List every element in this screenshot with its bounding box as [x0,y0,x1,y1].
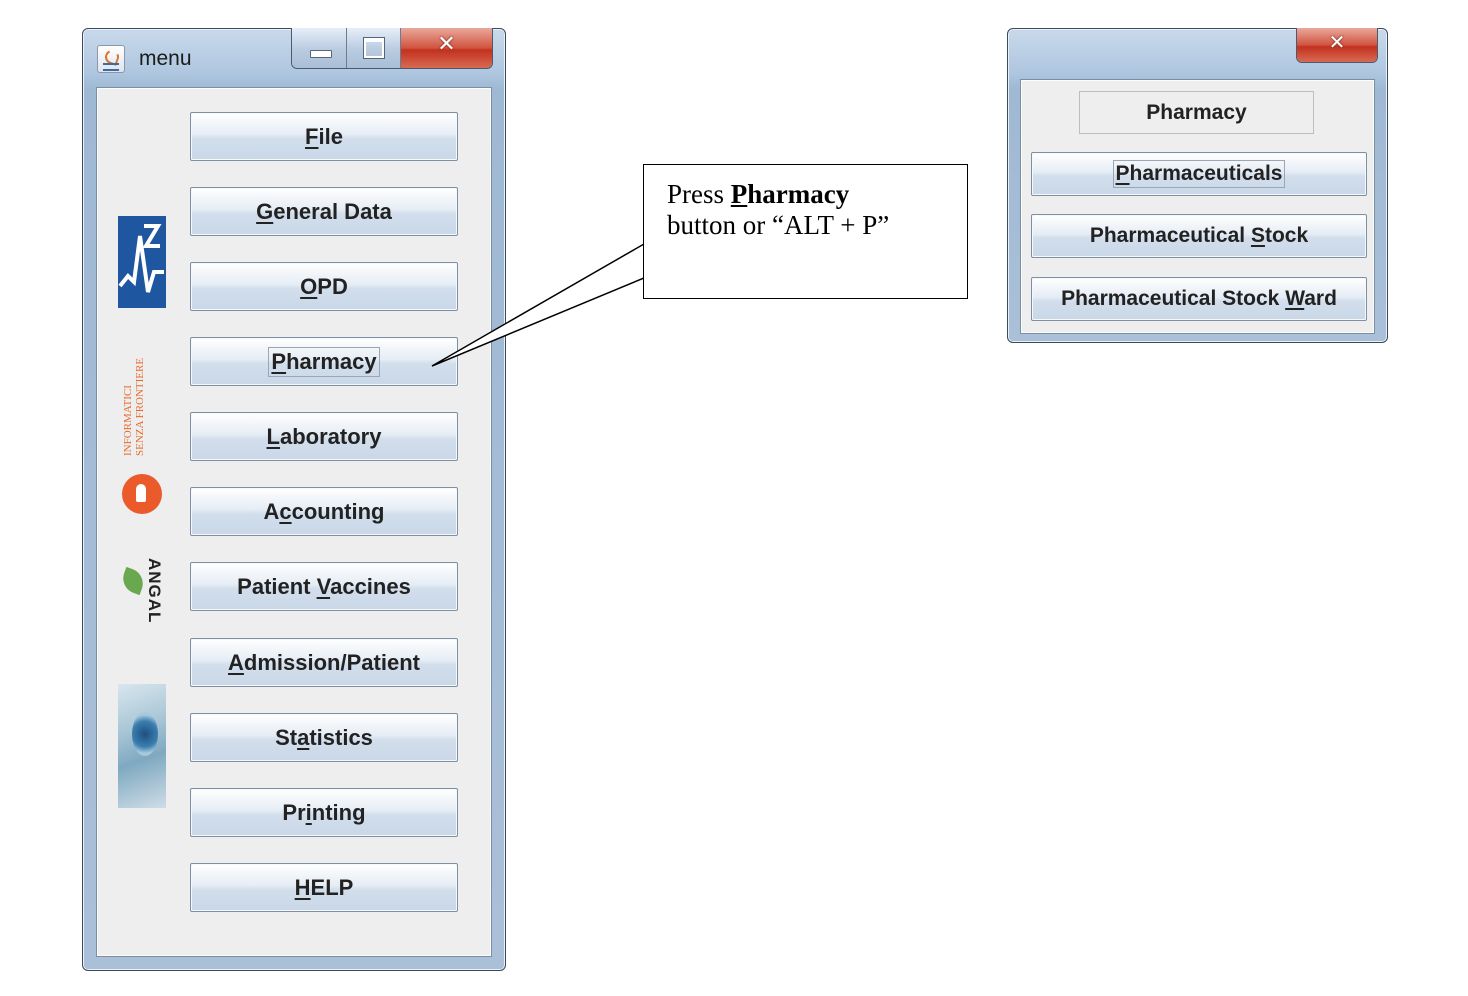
label-text: eneral Data [273,198,392,224]
callout-pharmacy-bold: Pharmacy [731,179,849,209]
menu-window: menu INFORMATICI SENZA FRONTIERE ANGAL [82,28,506,971]
callout-line-2: button or “ALT + P” [667,210,890,240]
laboratory-button[interactable]: Laboratory [190,412,458,461]
informatici-logo: INFORMATICI SENZA FRONTIERE [118,356,166,516]
close-icon[interactable] [401,28,492,68]
pharmacy-client-area: Pharmacy Pharmaceuticals Pharmaceutical … [1020,79,1375,334]
mnemonic-letter: P [1115,162,1130,185]
maximize-icon[interactable] [347,28,401,68]
eye-logo [118,684,166,808]
pharmacy-button[interactable]: Pharmacy [190,337,458,386]
pharmaceuticals-button[interactable]: Pharmaceuticals [1031,152,1367,196]
callout-press-text: Press [667,179,731,209]
accounting-button-label: Accounting [263,499,384,525]
logo-strip: INFORMATICI SENZA FRONTIERE ANGAL [118,216,166,808]
label-text: ard [1304,287,1337,310]
mnemonic-letter: c [279,498,292,524]
informatici-logo-text: INFORMATICI SENZA FRONTIERE [122,357,146,456]
label-text: Pharmaceutical [1089,224,1251,247]
laboratory-button-label: Laboratory [267,424,382,450]
label-text: ile [318,123,343,149]
pharmacy-header-label: Pharmacy [1079,91,1314,134]
pharmaceuticals-button-label: Pharmaceuticals [1112,160,1286,188]
patient-vaccines-button-label: Patient Vaccines [237,574,411,600]
angal-logo-text: ANGAL [145,558,164,624]
label-text: Pr [282,799,306,825]
callout-mnemonic: P [730,179,748,209]
help-button-label: HELP [295,875,354,901]
window-title: menu [139,47,192,70]
mnemonic-letter: L [266,423,280,449]
label-text: aboratory [279,423,382,449]
patient-vaccines-button[interactable]: Patient Vaccines [190,562,458,611]
label-text: ELP [310,874,354,900]
mnemonic-letter: a [297,724,310,750]
label-text: counting [291,498,385,524]
label-text: Patient [237,573,317,599]
file-button[interactable]: File [190,112,458,161]
label-text: dmission/Patient [243,649,420,675]
general-data-button[interactable]: General Data [190,187,458,236]
opd-button[interactable]: OPD [190,262,458,311]
label-text: Pharmaceutical Stock [1061,287,1286,310]
general-data-button-label: General Data [256,199,392,225]
close-icon[interactable] [1297,28,1377,62]
mnemonic-letter: H [294,874,311,900]
heartbeat-logo [118,216,166,308]
statistics-button[interactable]: Statistics [190,713,458,762]
informatici-emblem [122,474,162,514]
pharmacy-window: Pharmacy Pharmaceuticals Pharmaceutical … [1007,28,1388,343]
mnemonic-letter: W [1285,287,1305,310]
pharmaceutical-stock-button[interactable]: Pharmaceutical Stock [1031,214,1367,258]
label-text: harmacy [286,348,377,374]
pharmaceutical-stock-ward-button[interactable]: Pharmaceutical Stock Ward [1031,277,1367,321]
pharmacy-button-label: Pharmacy [268,346,380,377]
accounting-button[interactable]: Accounting [190,487,458,536]
menu-titlebar[interactable]: menu [83,28,505,87]
java-app-icon [97,45,125,73]
pharmaceutical-stock-button-label: Pharmaceutical Stock [1090,224,1308,248]
opd-button-label: OPD [300,274,348,300]
mnemonic-letter: F [305,123,319,149]
pharmaceutical-stock-ward-button-label: Pharmaceutical Stock Ward [1061,287,1337,311]
admission-patient-button[interactable]: Admission/Patient [190,638,458,687]
mnemonic-letter: V [316,573,331,599]
mnemonic-letter: S [1250,224,1265,247]
mnemonic-letter: P [271,348,287,374]
window-controls [291,28,493,69]
label-text: PD [317,273,348,299]
mnemonic-letter: i [305,799,312,825]
printing-button[interactable]: Printing [190,788,458,837]
label-text: nting [311,799,366,825]
mnemonic-letter: A [228,649,244,675]
label-text: tock [1264,224,1309,247]
label-text: A [263,498,280,524]
label-text: tistics [309,724,373,750]
label-text: St [275,724,298,750]
mnemonic-letter: G [256,198,274,224]
printing-button-label: Printing [282,800,365,826]
label-text: accines [330,573,411,599]
minimize-icon[interactable] [292,28,347,68]
pharmacy-window-controls [1296,28,1378,63]
instruction-callout: Press Pharmacy button or “ALT + P” [643,164,968,299]
label-text: harmaceuticals [1129,162,1283,185]
callout-button-rest: harmacy [747,179,850,209]
help-button[interactable]: HELP [190,863,458,912]
admission-patient-button-label: Admission/Patient [228,650,420,676]
file-button-label: File [305,124,343,150]
angal-logo: ANGAL [118,552,166,642]
statistics-button-label: Statistics [275,725,373,751]
pharmacy-titlebar[interactable] [1008,28,1387,79]
callout-line-1: Press Pharmacy [667,179,967,210]
mnemonic-letter: O [300,273,318,299]
menu-client-area: INFORMATICI SENZA FRONTIERE ANGAL File G… [96,87,492,957]
